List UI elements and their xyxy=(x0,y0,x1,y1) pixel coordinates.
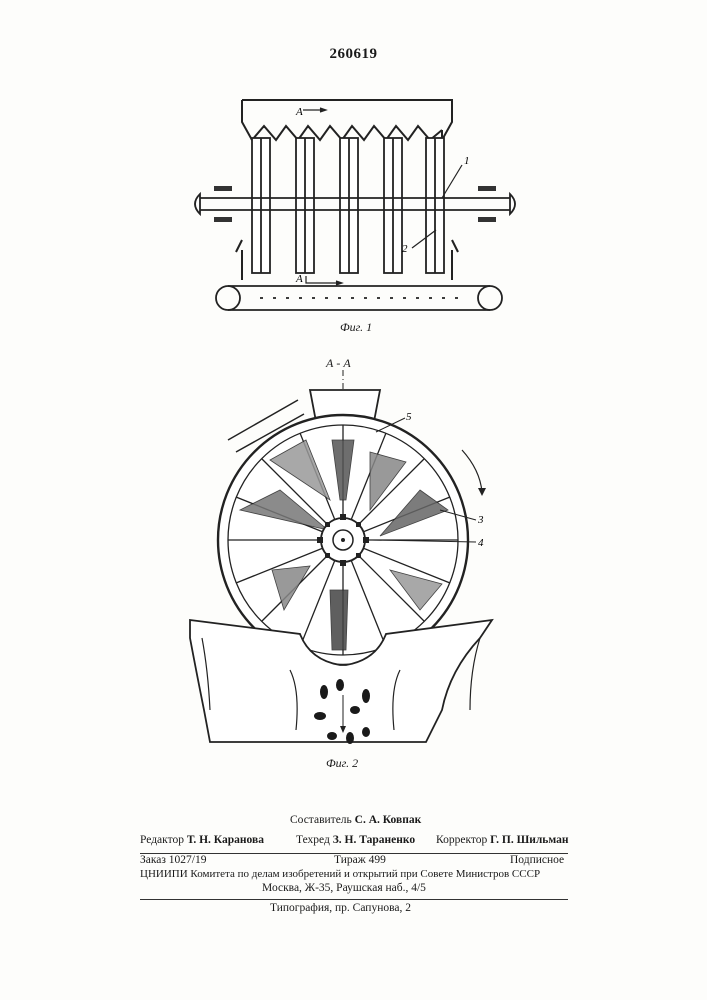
compiler-line: Составитель С. А. Ковпак xyxy=(290,814,421,826)
figure-2-caption: Фиг. 2 xyxy=(326,756,358,771)
subscription: Подписное xyxy=(510,854,564,866)
editor-name: Т. Н. Каранова xyxy=(187,834,264,846)
corrector-line: Корректор Г. П. Шильман xyxy=(436,834,569,846)
editor-label: Редактор xyxy=(140,834,184,846)
corrector-label: Корректор xyxy=(436,834,487,846)
figure-1-drawing: А А 1 2 xyxy=(180,90,530,330)
callout-5: 5 xyxy=(406,411,412,423)
printing-house: Типография, пр. Сапунова, 2 xyxy=(270,902,411,914)
callout-2: 2 xyxy=(402,243,408,255)
compiler-label: Составитель xyxy=(290,814,352,826)
figure-1-caption: Фиг. 1 xyxy=(340,320,372,335)
footer-rule-bottom xyxy=(140,899,568,900)
address: Москва, Ж-35, Раушская наб., 4/5 xyxy=(262,882,426,894)
callout-1: 1 xyxy=(464,155,470,167)
order-number: Заказ 1027/19 xyxy=(140,854,207,866)
techred-label: Техред xyxy=(296,834,330,846)
compiler-name: С. А. Ковпак xyxy=(355,814,422,826)
conveyor xyxy=(216,286,502,310)
institute: ЦНИИПИ Комитета по делам изобретений и о… xyxy=(140,868,540,880)
figure-2-drawing: 5 3 4 xyxy=(180,370,520,760)
section-marker-top: А xyxy=(295,106,303,118)
corrector-name: Г. П. Шильман xyxy=(490,834,568,846)
techred-line: Техред З. Н. Тараненко xyxy=(296,834,415,846)
patent-number: 260619 xyxy=(0,46,707,63)
section-marker-bottom: А xyxy=(295,273,303,285)
editor-line: Редактор Т. Н. Каранова xyxy=(140,834,264,846)
techred-name: З. Н. Тараненко xyxy=(333,834,415,846)
circulation: Тираж 499 xyxy=(334,854,386,866)
disc-plates xyxy=(252,138,444,273)
callout-3: 3 xyxy=(477,514,484,526)
section-title: А - А xyxy=(326,356,351,371)
callout-4: 4 xyxy=(478,537,484,549)
